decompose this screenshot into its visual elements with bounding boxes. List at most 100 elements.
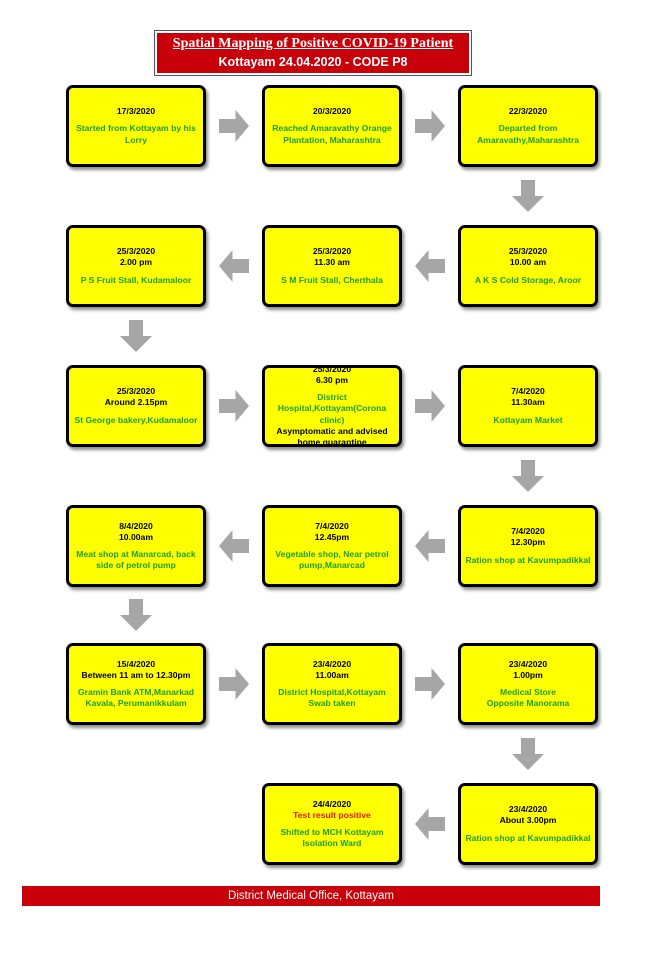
flow-step-line: 11.30 am bbox=[314, 257, 350, 268]
flow-step-line: 7/4/2020 bbox=[511, 386, 545, 397]
flow-step-line: 25/3/2020 bbox=[116, 386, 156, 397]
flow-step-line: A K S Cold Storage, Aroor bbox=[474, 274, 582, 285]
flow-step-line: Vegetable shop, Near petrol pump,Manarca… bbox=[275, 549, 389, 571]
flow-step-line: 24/4/2020 bbox=[312, 798, 352, 809]
flow-step-line: 25/3/2020 bbox=[508, 246, 548, 257]
arrow-left-icon bbox=[415, 530, 445, 562]
arrow-right-icon bbox=[415, 110, 445, 142]
flow-step-line: 2.00 pm bbox=[119, 257, 152, 268]
page-title: Spatial Mapping of Positive COVID-19 Pat… bbox=[172, 36, 454, 51]
arrow-right-icon bbox=[219, 110, 249, 142]
flow-step-line: Meat shop at Manarcad, back side of petr… bbox=[76, 549, 196, 571]
arrow-down-icon bbox=[120, 320, 152, 352]
flow-step-line: Ration shop at Kavumpadikkal bbox=[465, 554, 591, 565]
title-banner: Spatial Mapping of Positive COVID-19 Pat… bbox=[154, 30, 472, 76]
flow-step-line: 11.30am bbox=[511, 397, 545, 408]
flow-step-line: 8/4/2020 bbox=[119, 520, 153, 531]
arrow-shape bbox=[415, 250, 445, 282]
flow-step-line: 12.45pm bbox=[314, 531, 350, 542]
arrow-left-icon bbox=[415, 808, 445, 840]
arrow-shape bbox=[219, 110, 249, 142]
flow-step-line: Test result positive bbox=[293, 809, 371, 820]
arrow-down-icon bbox=[120, 599, 152, 631]
flow-step-line: 12.30pm bbox=[510, 537, 546, 548]
arrow-shape bbox=[120, 320, 152, 352]
flow-step-line: 11.00am bbox=[315, 669, 349, 680]
flow-step-line: Gramin Bank ATM,Manarkad Kavala, Peruman… bbox=[77, 687, 195, 709]
flow-step-line: District Hospital,Kottayam bbox=[278, 687, 386, 697]
arrow-left-icon bbox=[219, 250, 249, 282]
flow-step-line: Opposite Manorama bbox=[486, 698, 570, 709]
page-subtitle: Kottayam 24.04.2020 - CODE P8 bbox=[218, 55, 408, 69]
flow-step-line: St George bakery,Kudamaloor bbox=[74, 414, 198, 425]
flow-step-line: 20/3/2020 bbox=[312, 106, 352, 117]
flow-step-line: 25/3/2020 bbox=[312, 363, 352, 374]
flow-step-line: Kottayam Market bbox=[493, 414, 563, 425]
arrow-left-icon bbox=[219, 530, 249, 562]
flow-step-line: 25/3/2020 bbox=[312, 246, 352, 257]
flow-step-line: 1.00pm bbox=[513, 669, 543, 680]
title-banner-fill: Spatial Mapping of Positive COVID-19 Pat… bbox=[157, 33, 469, 73]
flow-step-line: Started from Kottayam by his Lorry bbox=[76, 123, 196, 145]
arrow-down-icon bbox=[512, 460, 544, 492]
flow-step-line: 7/4/2020 bbox=[511, 526, 545, 537]
arrow-shape bbox=[512, 460, 544, 492]
flow-step-line: 17/3/2020 bbox=[116, 106, 156, 117]
arrow-shape bbox=[415, 390, 445, 422]
flow-step-line: Ration shop at Kavumpadikkal bbox=[465, 832, 591, 843]
flow-step-line: 23/4/2020 bbox=[508, 658, 548, 669]
arrow-down-icon bbox=[512, 738, 544, 770]
flow-step-line: 7/4/2020 bbox=[315, 520, 349, 531]
flow-step-line: P S Fruit Stall, Kudamaloor bbox=[80, 274, 192, 285]
arrow-right-icon bbox=[415, 390, 445, 422]
flow-step-line: 10.00am bbox=[119, 531, 153, 542]
arrow-shape bbox=[415, 110, 445, 142]
arrow-shape bbox=[120, 599, 152, 631]
arrow-shape bbox=[415, 808, 445, 840]
footer-banner: District Medical Office, Kottayam bbox=[22, 886, 600, 906]
flow-step-line: S M Fruit Stall, Cherthala bbox=[281, 274, 383, 285]
flow-step-line: About 3.00pm bbox=[499, 815, 557, 826]
arrow-shape bbox=[219, 668, 249, 700]
arrow-shape bbox=[219, 530, 249, 562]
flow-step-line: District Hospital,Kottayam(Corona clinic… bbox=[277, 392, 387, 425]
flow-step-line: 25/3/2020 bbox=[116, 246, 156, 257]
flow-step-line: 22/3/2020 bbox=[508, 106, 548, 117]
arrow-down-icon bbox=[512, 180, 544, 212]
flow-step-line: Around 2.15pm bbox=[104, 397, 168, 408]
flow-step-line: Swab taken bbox=[308, 698, 356, 709]
arrow-shape bbox=[415, 530, 445, 562]
arrow-left-icon bbox=[415, 250, 445, 282]
arrow-right-icon bbox=[219, 668, 249, 700]
flow-step-line: Between 11 am to 12.30pm bbox=[81, 669, 191, 680]
flow-step-line: 15/4/2020 bbox=[116, 658, 156, 669]
flow-step-line: Departed from Amaravathy,Maharashtra bbox=[476, 123, 580, 145]
flow-step-line: 23/4/2020 bbox=[508, 804, 548, 815]
arrow-shape bbox=[219, 390, 249, 422]
flow-step-line: 23/4/2020 bbox=[312, 658, 352, 669]
flow-step-line: Shifted to MCH Kottayam Isolation Ward bbox=[280, 827, 384, 849]
arrow-shape bbox=[512, 180, 544, 212]
flow-step-line: Medical Store bbox=[500, 687, 556, 697]
arrow-right-icon bbox=[219, 390, 249, 422]
arrow-shape bbox=[219, 250, 249, 282]
flow-step-line: 10.00 am bbox=[509, 257, 547, 268]
flow-step-line: Asymptomatic and advised home quarantine bbox=[276, 425, 388, 447]
